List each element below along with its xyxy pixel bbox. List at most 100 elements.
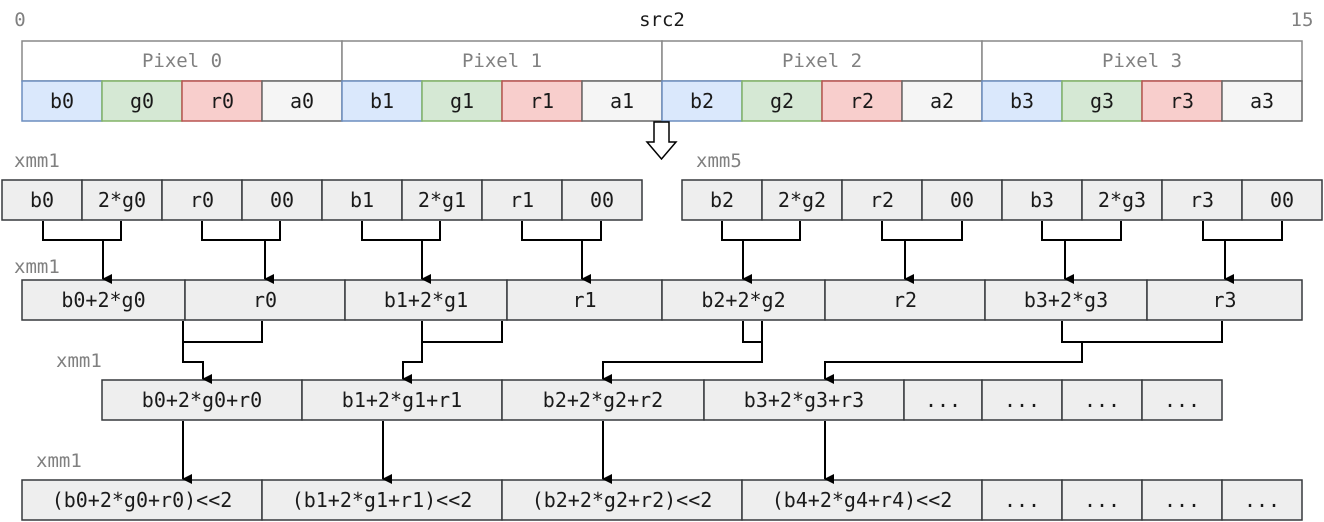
pixel-label: Pixel 2 bbox=[782, 50, 862, 72]
byte-cell bbox=[1221, 80, 1303, 122]
pixel-box bbox=[981, 40, 1303, 82]
xmm1-row4: (b0+2*g0+r0)<<2(b1+2*g1+r1)<<2(b2+2*g2+r… bbox=[21, 479, 1303, 521]
register-cell bbox=[501, 479, 743, 521]
register-cell bbox=[981, 479, 1063, 521]
register-cell-label: r2 bbox=[893, 288, 917, 312]
register-cell bbox=[561, 179, 643, 221]
register-cell-label: b1+2*g1 bbox=[384, 288, 468, 312]
register-cell-label: 2*g2 bbox=[778, 188, 826, 212]
pixel-label: Pixel 0 bbox=[142, 50, 222, 72]
byte-cell-label: r2 bbox=[850, 89, 874, 113]
register-cell bbox=[681, 179, 763, 221]
register-cell-label: r2 bbox=[870, 188, 894, 212]
byte-cell-label: a0 bbox=[290, 89, 314, 113]
connector-arrow bbox=[361, 221, 441, 279]
register-cell-label: b2+2*g2+r2 bbox=[543, 388, 663, 412]
register-cell bbox=[1241, 179, 1323, 221]
register-cell-label: r3 bbox=[1190, 188, 1214, 212]
byte-cell bbox=[341, 80, 423, 122]
register-cell-label: r0 bbox=[253, 288, 277, 312]
byte-cell bbox=[1141, 80, 1223, 122]
connector-arrow bbox=[1202, 221, 1283, 279]
byte-cell-label: r1 bbox=[530, 89, 554, 113]
register-label-xmm1: xmm1 bbox=[36, 450, 82, 472]
byte-cell-label: b1 bbox=[370, 89, 394, 113]
byte-cell-label: r3 bbox=[1170, 89, 1194, 113]
connectors bbox=[42, 221, 1283, 484]
byte-cell-label: a1 bbox=[610, 89, 634, 113]
register-cell-label: b2 bbox=[710, 188, 734, 212]
byte-cell bbox=[181, 80, 263, 122]
register-cell bbox=[161, 179, 243, 221]
register-cell-label: ... bbox=[1084, 388, 1120, 412]
register-cell-label: b3 bbox=[1030, 188, 1054, 212]
byte-cell-label: g0 bbox=[130, 89, 154, 113]
pixel-box bbox=[341, 40, 663, 82]
byte-cell bbox=[101, 80, 183, 122]
register-cell-label: 00 bbox=[590, 188, 614, 212]
byte-cell bbox=[21, 80, 103, 122]
byte-cell bbox=[261, 80, 343, 122]
register-cell bbox=[741, 479, 983, 521]
register-cell-label: (b0+2*g0+r0)<<2 bbox=[52, 488, 233, 512]
register-cell-label: ... bbox=[925, 388, 961, 412]
register-cell-label: b0+2*g0+r0 bbox=[142, 388, 262, 412]
down-arrow-icon bbox=[645, 121, 678, 161]
register-cell bbox=[903, 379, 983, 421]
register-cell-label: 2*g1 bbox=[418, 188, 466, 212]
register-cell-label: 00 bbox=[950, 188, 974, 212]
register-cell bbox=[481, 179, 563, 221]
pixel-label: Pixel 1 bbox=[462, 50, 542, 72]
index-start-label: 0 bbox=[14, 9, 25, 31]
register-label-xmm1: xmm1 bbox=[14, 150, 60, 172]
register-cell-label: 00 bbox=[270, 188, 294, 212]
register-cell bbox=[81, 179, 163, 221]
pixel-label: Pixel 3 bbox=[1102, 50, 1182, 72]
register-cell-label: ... bbox=[1084, 488, 1120, 512]
register-cell-label: ... bbox=[1004, 488, 1040, 512]
connector-arrow bbox=[182, 321, 263, 379]
register-cell-label: ... bbox=[1164, 388, 1200, 412]
connector-arrow bbox=[603, 321, 763, 379]
byte-cell bbox=[741, 80, 823, 122]
register-cell-label: 2*g3 bbox=[1098, 188, 1146, 212]
register-cell bbox=[841, 179, 923, 221]
register-cell bbox=[261, 479, 503, 521]
register-cell bbox=[1161, 179, 1243, 221]
register-cell-label: b1 bbox=[350, 188, 374, 212]
byte-cell-label: b0 bbox=[50, 89, 74, 113]
connector-arrow bbox=[721, 221, 801, 279]
register-cell-label: (b2+2*g2+r2)<<2 bbox=[532, 488, 713, 512]
byte-cell-label: g1 bbox=[450, 89, 474, 113]
register-cell-label: b0+2*g0 bbox=[61, 288, 145, 312]
register-label-xmm1: xmm1 bbox=[14, 256, 60, 278]
register-cell bbox=[321, 179, 403, 221]
src2-title: src2 bbox=[639, 9, 685, 31]
register-cell bbox=[1141, 479, 1223, 521]
register-cell-label: (b4+2*g4+r4)<<2 bbox=[772, 488, 953, 512]
register-cell-label: b3+2*g3+r3 bbox=[744, 388, 864, 412]
connector-arrow bbox=[1041, 221, 1122, 279]
register-cell-label: r1 bbox=[510, 188, 534, 212]
byte-cell bbox=[1061, 80, 1143, 122]
connector-arrow bbox=[403, 321, 503, 379]
byte-cell-label: r0 bbox=[210, 89, 234, 113]
register-cell-label: r3 bbox=[1212, 288, 1236, 312]
byte-cell-label: a3 bbox=[1250, 89, 1274, 113]
byte-cell-label: b2 bbox=[690, 89, 714, 113]
index-end-label: 15 bbox=[1291, 9, 1314, 31]
register-cell-label: r1 bbox=[572, 288, 596, 312]
register-label-xmm1: xmm1 bbox=[56, 350, 102, 372]
register-cell bbox=[1141, 379, 1223, 421]
connector-arrow bbox=[42, 221, 122, 279]
byte-cell-label: g2 bbox=[770, 89, 794, 113]
register-cell bbox=[21, 479, 263, 521]
register-cell-label: 00 bbox=[1270, 188, 1294, 212]
connector-arrow bbox=[825, 321, 1223, 379]
register-cell-label: ... bbox=[1244, 488, 1280, 512]
register-cell-label: b0 bbox=[30, 188, 54, 212]
register-cell bbox=[1081, 179, 1163, 221]
register-cell-label: ... bbox=[1004, 388, 1040, 412]
